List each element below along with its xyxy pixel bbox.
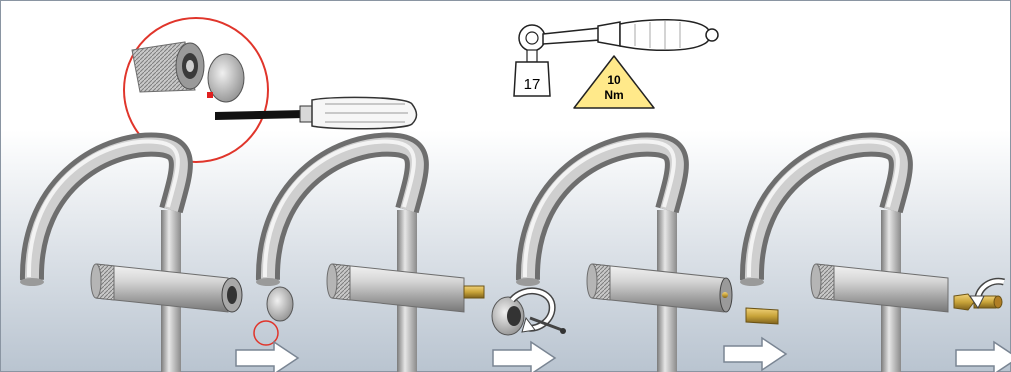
socket-size-label: 17 [524,76,541,93]
step-3-insert [746,308,778,324]
step-2-handle-end [492,297,524,335]
torque-unit: Nm [604,88,623,102]
marker [207,92,213,98]
torque-value: 10 [607,73,621,87]
handle-end-closeup [132,42,204,92]
cover-cap-closeup [208,54,244,102]
